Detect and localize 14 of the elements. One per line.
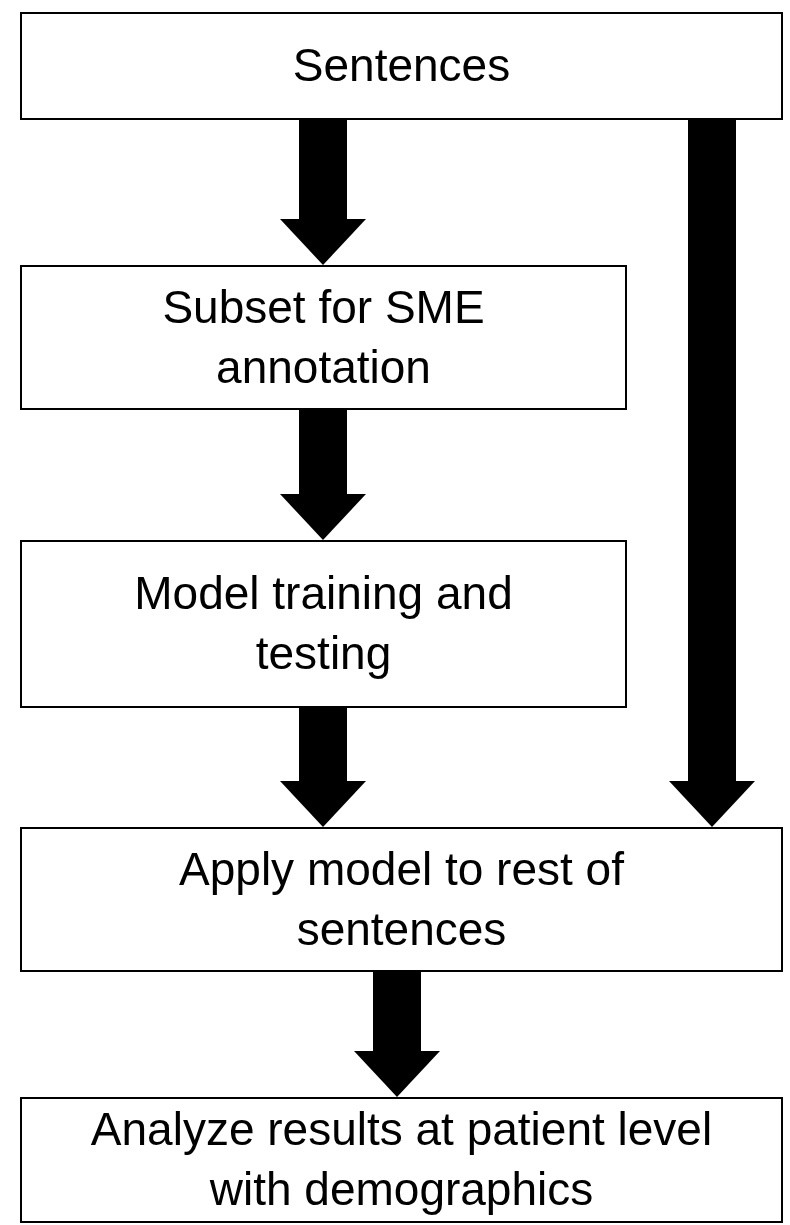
box-label: Sentences [292,38,511,94]
process-box [20,1097,783,1223]
block-arrow [669,120,755,827]
process-box [20,827,783,972]
block-arrow [280,410,366,540]
box-label: Apply model to rest of sentences [178,841,625,957]
box-label: Subset for SME annotation [161,279,486,395]
process-box [20,265,627,410]
block-arrow [280,120,366,265]
process-box [20,540,627,708]
process-box [20,12,783,120]
block-arrow [280,708,366,827]
box-label: Analyze results at patient level with demographics [89,1102,714,1217]
box-label: Model training and testing [133,566,514,681]
